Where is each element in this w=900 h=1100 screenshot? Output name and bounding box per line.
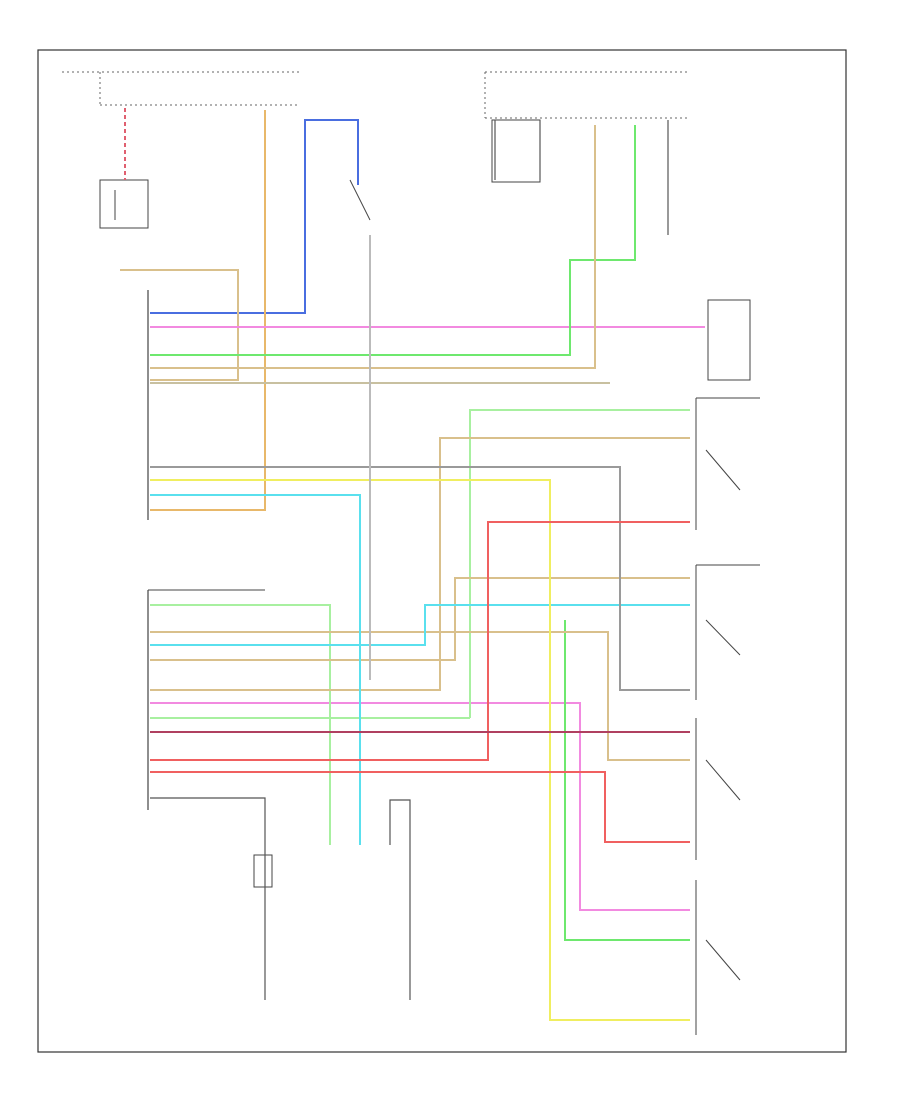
wire-black-bottom	[150, 797, 266, 1000]
module-connector-c2	[147, 589, 265, 810]
wire-tan-mid	[150, 125, 596, 369]
relay-left	[99, 179, 149, 229]
wire-pink-bottom	[150, 702, 690, 911]
wire-green-lf	[469, 409, 690, 718]
door-lock-switch-lr	[695, 718, 741, 860]
wire-orange	[150, 110, 266, 511]
diagram-frame	[37, 49, 847, 1053]
wire-cyan-rf	[150, 604, 690, 646]
wire-green-rr	[564, 620, 690, 941]
wire-gray-long	[150, 466, 690, 691]
switch-top-center	[349, 119, 541, 221]
module-right-top	[707, 299, 751, 381]
door-lock-switch-lf	[695, 397, 760, 530]
wire-black-ground	[389, 799, 411, 1000]
wire-tan-lf	[150, 437, 690, 691]
ground-symbol-1	[253, 854, 273, 888]
wire-tan-rf2	[150, 577, 690, 661]
door-lock-switch-rr	[695, 880, 741, 1035]
door-lock-switch-rf	[695, 564, 760, 700]
wire-green-mid	[150, 604, 331, 845]
wire-tan-top	[120, 269, 239, 381]
wire-blue	[150, 119, 359, 314]
wire-green-top	[150, 125, 636, 356]
wire-yellow	[150, 479, 690, 1021]
wire-red-lr	[150, 771, 690, 843]
wire-tan-rf	[150, 631, 690, 761]
fuse-block-top	[62, 71, 690, 119]
wire-cyan-top	[150, 494, 361, 845]
wire-red-lf	[150, 521, 690, 761]
